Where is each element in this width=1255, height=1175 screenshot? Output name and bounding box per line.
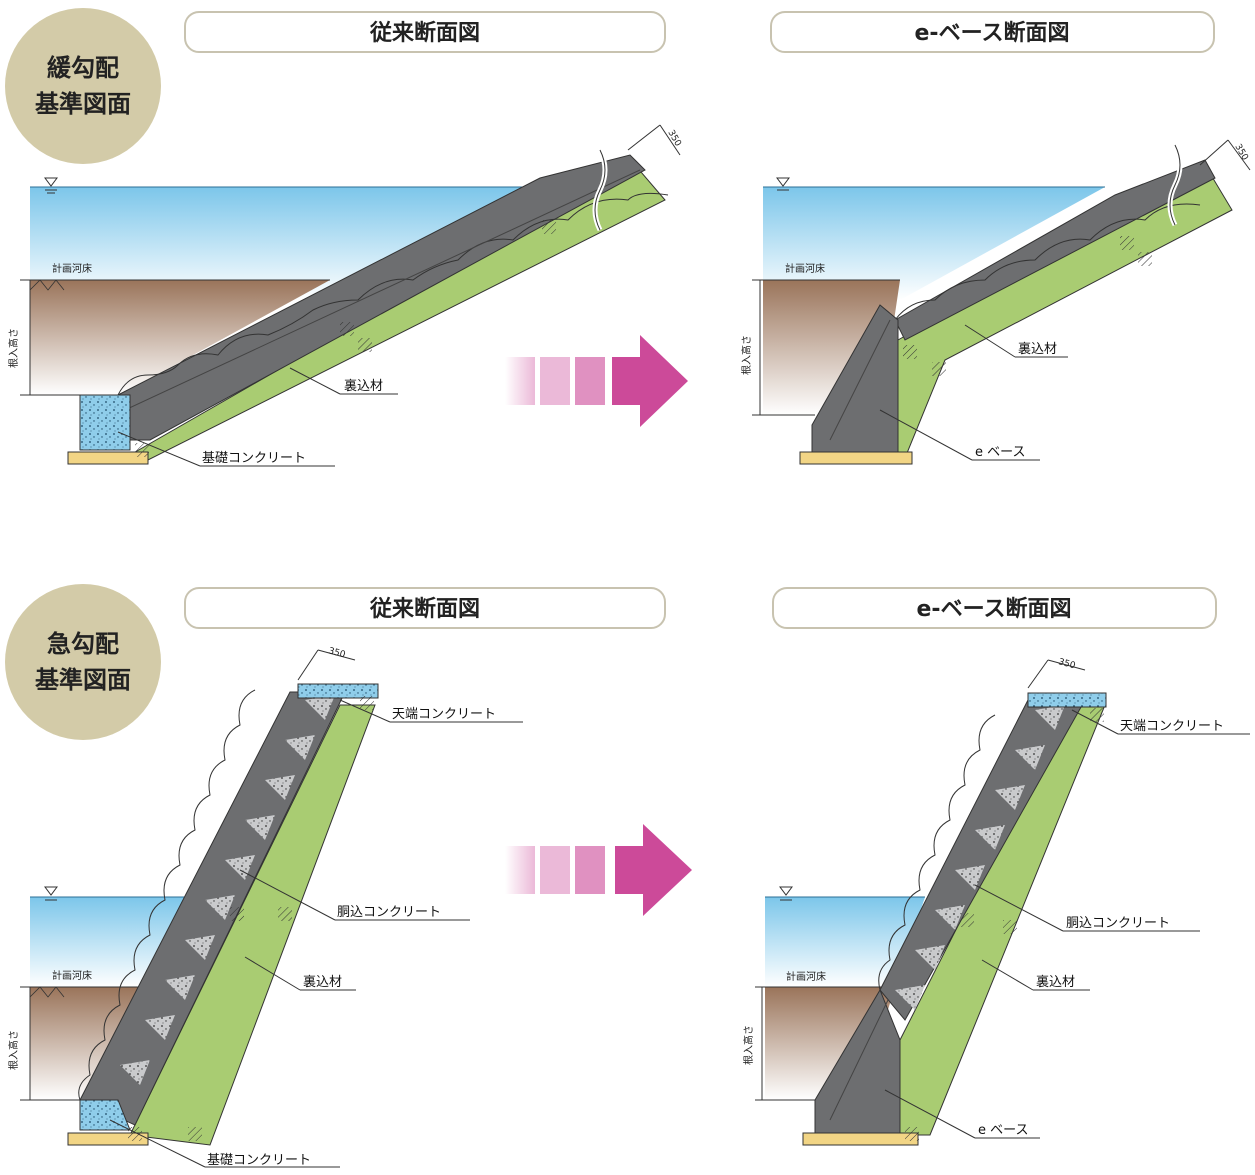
foundation-concrete	[79, 394, 131, 451]
arrow-steep	[505, 824, 692, 916]
block-revetment	[894, 159, 1216, 341]
diagram-steep-ebase: 計画河床 根入高さ 350	[742, 657, 1250, 1146]
label-foundation: 基礎コンクリート	[202, 451, 306, 466]
label-embed-depth: 根入高さ	[7, 1030, 20, 1070]
label-embed-depth: 根入高さ	[7, 328, 20, 368]
label-fill-concrete: 胴込コンクリート	[1066, 916, 1170, 931]
label-riverbed: 計画河床	[52, 969, 92, 982]
badge-gentle-line2: 基準図面	[35, 90, 131, 118]
base-strip	[67, 451, 149, 465]
label-riverbed: 計画河床	[786, 970, 826, 983]
title-box-steep-right: e-ベース断面図	[772, 587, 1217, 629]
title-box-steep-left: 従来断面図	[184, 587, 666, 629]
base-strip	[802, 1132, 919, 1146]
title-gentle-right: e-ベース断面図	[915, 20, 1070, 46]
water-area	[763, 187, 1105, 300]
dim-350: 350	[1232, 143, 1249, 163]
title-box-gentle-right: e-ベース断面図	[770, 11, 1215, 53]
section-gentle: 緩勾配 基準図面 従来断面図 e-ベース断面図 計画河床 根入高さ	[5, 8, 1251, 467]
ebase-block	[814, 988, 901, 1134]
label-backfill: 裏込材	[344, 379, 383, 394]
block-revetment	[78, 689, 346, 1126]
label-riverbed: 計画河床	[785, 262, 825, 275]
water-area	[30, 187, 538, 300]
title-steep-left: 従来断面図	[369, 596, 480, 622]
water-level-icon	[44, 177, 58, 187]
section-steep: 急勾配 基準図面 従来断面図 e-ベース断面図 計画河床 根入高さ	[5, 584, 1250, 1168]
arrow-gentle	[505, 335, 688, 427]
badge-steep: 急勾配 基準図面	[5, 584, 161, 740]
label-ebase: e ベース	[975, 445, 1025, 460]
dim-350: 350	[327, 646, 346, 660]
badge-steep-line1: 急勾配	[47, 630, 119, 658]
water-level-icon	[776, 177, 790, 187]
diagram-gentle-ebase: 計画河床 根入高さ 350 裏込材	[740, 139, 1251, 465]
title-steep-right: e-ベース断面図	[917, 596, 1072, 622]
label-embed-depth: 根入高さ	[742, 1025, 755, 1065]
label-fill-concrete: 胴込コンクリート	[337, 905, 441, 920]
dim-350: 350	[1057, 657, 1076, 671]
badge-gentle: 緩勾配 基準図面	[5, 8, 161, 164]
ebase-block	[811, 304, 899, 453]
diagram-steep-conventional: 計画河床 根入高さ	[7, 646, 523, 1168]
label-top-concrete: 天端コンクリート	[1120, 719, 1224, 734]
soil-area	[30, 280, 330, 395]
water-level-icon	[44, 886, 58, 896]
label-top-concrete: 天端コンクリート	[392, 707, 496, 722]
base-strip	[799, 451, 913, 465]
label-backfill: 裏込材	[1036, 975, 1075, 990]
diagram-gentle-conventional: 計画河床 根入高さ 350 裏込材	[7, 124, 683, 467]
title-gentle-left: 従来断面図	[369, 20, 480, 46]
label-riverbed: 計画河床	[52, 262, 92, 275]
label-foundation: 基礎コンクリート	[207, 1153, 311, 1168]
label-ebase: e ベース	[978, 1123, 1028, 1138]
label-embed-depth: 根入高さ	[740, 335, 753, 375]
backfill-area	[129, 704, 376, 1146]
label-backfill: 裏込材	[303, 975, 342, 990]
top-concrete	[1027, 692, 1107, 708]
badge-steep-line2: 基準図面	[35, 666, 131, 694]
label-backfill: 裏込材	[1018, 342, 1057, 357]
badge-gentle-line1: 緩勾配	[47, 54, 119, 82]
water-level-icon	[779, 886, 793, 896]
title-box-gentle-left: 従来断面図	[184, 11, 666, 53]
top-concrete	[297, 683, 379, 699]
dim-350: 350	[665, 129, 682, 149]
